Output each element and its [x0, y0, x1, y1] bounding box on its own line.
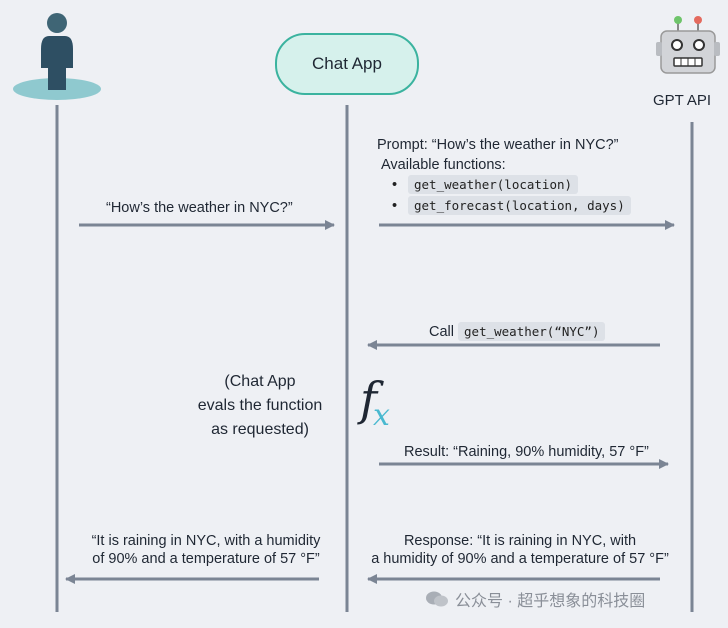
- function-icon: fx: [360, 372, 390, 433]
- robot-icon: [656, 16, 720, 74]
- call-label: Call get_weather(“NYC”): [429, 322, 606, 341]
- function-code: get_forecast(location, days): [408, 196, 631, 215]
- user-question-label: “How’s the weather in NYC?”: [106, 200, 293, 216]
- call-code: get_weather(“NYC”): [458, 322, 606, 341]
- call-prefix: Call: [429, 324, 454, 340]
- function-code: get_weather(location): [408, 175, 579, 194]
- evals-note-line: evals the function: [197, 397, 323, 414]
- user-icon: [13, 13, 101, 100]
- response-line: a humidity of 90% and a temperature of 5…: [371, 551, 669, 567]
- wechat-icon: [426, 591, 448, 607]
- result-label: Result: “Raining, 90% humidity, 57 °F”: [404, 444, 649, 460]
- prompt-label: Prompt: “How’s the weather in NYC?”: [377, 137, 619, 153]
- function-item: •get_weather(location): [392, 175, 579, 194]
- watermark: 公众号 · 超乎想象的科技圈: [425, 587, 645, 611]
- response-label: Response: “It is raining in NYC, with a …: [364, 532, 676, 568]
- chat-app-node: Chat App: [275, 33, 419, 95]
- final-answer-label: “It is raining in NYC, with a humidity o…: [76, 532, 336, 568]
- function-item: •get_forecast(location, days): [392, 196, 631, 215]
- chat-app-label: Chat App: [312, 54, 382, 73]
- evals-note-line: (Chat App: [224, 373, 296, 390]
- final-answer-line: “It is raining in NYC, with a humidity: [91, 533, 321, 549]
- available-functions-label: Available functions:: [381, 157, 506, 173]
- response-line: Response: “It is raining in NYC, with: [403, 533, 637, 549]
- gpt-api-label: GPT API: [653, 92, 712, 109]
- evals-note-line: as requested): [211, 421, 309, 438]
- watermark-text: 公众号 · 超乎想象的科技圈: [455, 593, 646, 610]
- evals-note: (Chat App evals the function as requeste…: [170, 370, 350, 442]
- final-answer-line: of 90% and a temperature of 57 °F”: [92, 551, 320, 567]
